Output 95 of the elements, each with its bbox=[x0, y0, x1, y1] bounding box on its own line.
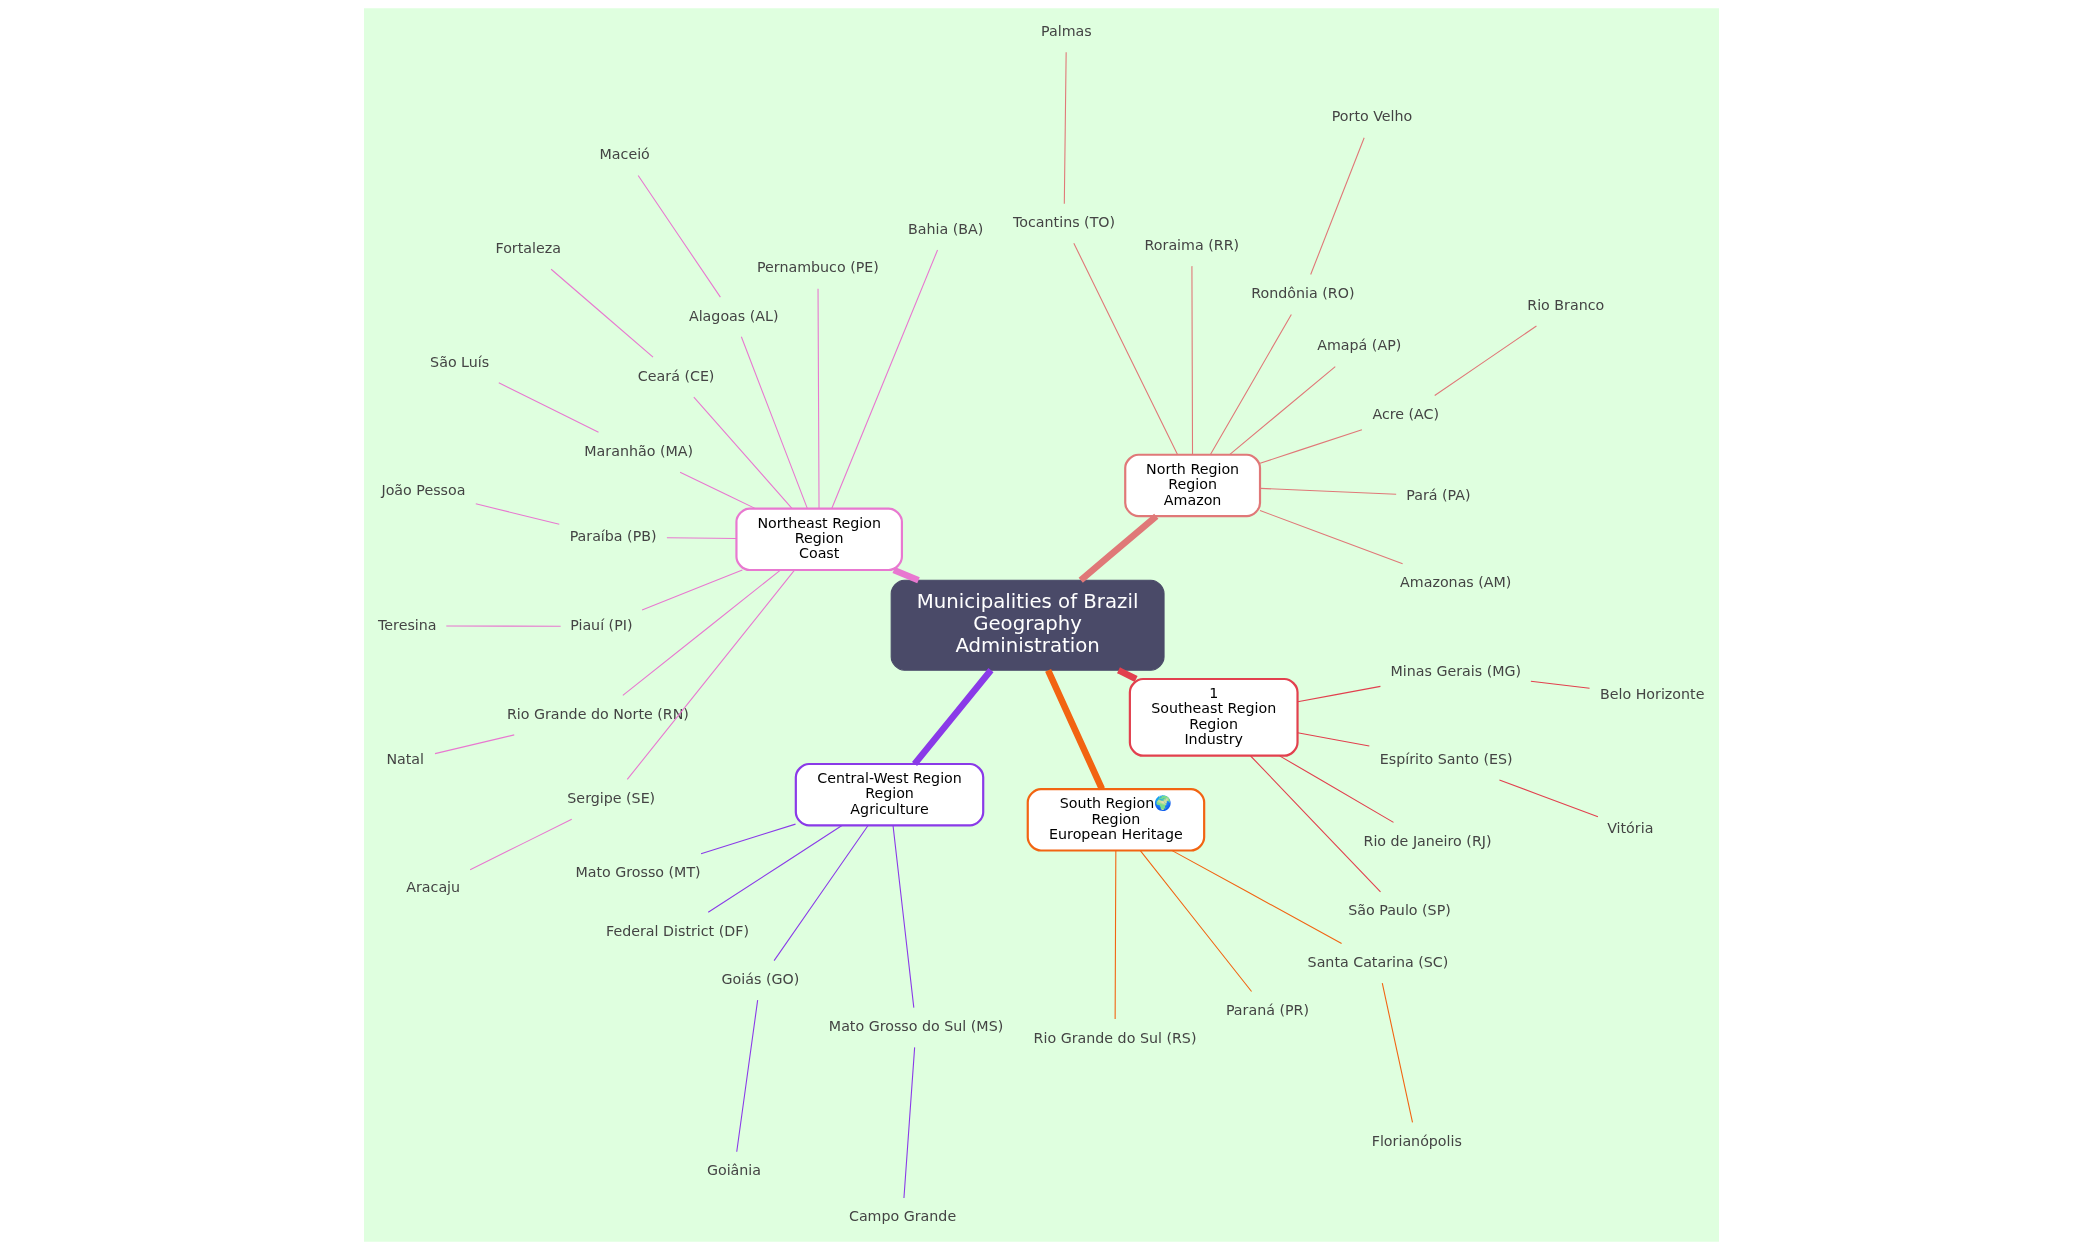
node-text: Rio Grande do Sul (RS) bbox=[1033, 1029, 1197, 1046]
node-text: Mato Grosso (MT) bbox=[575, 864, 701, 881]
connector bbox=[912, 668, 994, 767]
connector bbox=[892, 567, 920, 584]
node-text: Vitória bbox=[1607, 819, 1654, 836]
node-box: Municipalities of Brazil Geography Administration bbox=[890, 579, 1165, 671]
connector bbox=[1259, 487, 1397, 495]
node-text: Belo Horizonte bbox=[1599, 686, 1705, 703]
connector bbox=[498, 382, 600, 433]
connector bbox=[1171, 850, 1343, 944]
node-text: Campo Grande bbox=[848, 1208, 957, 1225]
connector bbox=[666, 537, 737, 540]
node-text: Goiânia bbox=[706, 1162, 762, 1179]
connector bbox=[903, 1046, 916, 1199]
node-text: São Luís bbox=[430, 354, 490, 371]
node-text: Amapá (AP) bbox=[1317, 337, 1402, 354]
connector bbox=[831, 249, 939, 510]
connector bbox=[740, 336, 808, 509]
connector bbox=[550, 268, 654, 358]
node-text: Paraná (PR) bbox=[1225, 1002, 1310, 1019]
node-text: Santa Catarina (SC) bbox=[1307, 954, 1449, 971]
connector bbox=[892, 825, 915, 1009]
node-box: North Region Region Amazon bbox=[1124, 453, 1262, 518]
node-text: Piauí (PI) bbox=[570, 617, 633, 634]
connector bbox=[626, 569, 796, 780]
connector bbox=[1078, 513, 1159, 583]
node-box: Central-West Region Region Agriculture bbox=[794, 762, 985, 827]
node-text: Maceió bbox=[599, 146, 650, 163]
connector bbox=[1063, 51, 1067, 205]
connector bbox=[1297, 685, 1381, 703]
connector bbox=[736, 999, 759, 1153]
connector bbox=[1310, 137, 1365, 276]
node-text: Tocantins (TO) bbox=[1013, 214, 1116, 231]
connector bbox=[469, 818, 573, 871]
connector bbox=[679, 471, 756, 509]
connector bbox=[773, 825, 869, 962]
node-text: Federal District (DF) bbox=[606, 922, 749, 939]
node-text: Porto Velho bbox=[1331, 108, 1413, 125]
node-text: Goiás (GO) bbox=[721, 971, 800, 988]
connector bbox=[1139, 850, 1253, 993]
node-text: Florianópolis bbox=[1371, 1133, 1462, 1150]
connector bbox=[445, 625, 562, 627]
connector bbox=[707, 825, 843, 913]
connector bbox=[622, 569, 781, 696]
connector bbox=[1434, 325, 1537, 397]
connector bbox=[1191, 265, 1194, 456]
node-text: Minas Gerais (MG) bbox=[1390, 663, 1522, 680]
node-text: Pará (PA) bbox=[1406, 486, 1471, 503]
connector bbox=[1381, 982, 1414, 1123]
connector bbox=[1297, 732, 1370, 747]
node-text: Aracaju bbox=[406, 879, 461, 896]
node-text: Palmas bbox=[1041, 23, 1092, 40]
node-text: Paraíba (PB) bbox=[569, 528, 657, 545]
connector bbox=[1498, 779, 1599, 818]
node-box: 1 Southeast Region Region Industry bbox=[1128, 677, 1299, 757]
connector bbox=[475, 503, 560, 525]
connector bbox=[700, 823, 797, 855]
node-text: Rio de Janeiro (RJ) bbox=[1363, 832, 1492, 849]
connector bbox=[1530, 680, 1591, 689]
node-text: Espírito Santo (ES) bbox=[1379, 750, 1513, 767]
node-text: Fortaleza bbox=[495, 240, 561, 257]
connector bbox=[434, 734, 515, 755]
node-text: Natal bbox=[386, 751, 425, 768]
node-text: Bahia (BA) bbox=[907, 220, 984, 237]
node-text: Teresina bbox=[378, 616, 437, 633]
connector bbox=[1279, 755, 1395, 823]
connector bbox=[637, 175, 721, 298]
node-box: South Region🌍 Region European Heritage bbox=[1026, 788, 1206, 852]
connector bbox=[1249, 755, 1382, 893]
node-text: São Paulo (SP) bbox=[1348, 902, 1451, 919]
connector bbox=[693, 396, 793, 509]
node-text: João Pessoa bbox=[381, 481, 466, 498]
connector bbox=[1117, 667, 1138, 682]
node-text: Mato Grosso do Sul (MS) bbox=[828, 1018, 1004, 1035]
node-text: Alagoas (AL) bbox=[688, 307, 779, 324]
node-text: Acre (AC) bbox=[1372, 406, 1440, 423]
connector bbox=[1114, 850, 1117, 1020]
connector bbox=[1259, 429, 1363, 464]
node-text: Pernambuco (PE) bbox=[757, 259, 879, 276]
node-text: Maranhão (MA) bbox=[584, 443, 694, 460]
node-text: Rio Branco bbox=[1527, 296, 1605, 313]
connector bbox=[1045, 669, 1105, 791]
node-text: Roraima (RR) bbox=[1144, 236, 1240, 253]
node-text: Rio Grande do Norte (RN) bbox=[506, 705, 689, 722]
node-box: Northeast Region Region Coast bbox=[735, 507, 903, 572]
node-text: Ceará (CE) bbox=[637, 367, 715, 384]
node-text: Sergipe (SE) bbox=[567, 790, 656, 807]
connector bbox=[1210, 313, 1292, 455]
connector bbox=[1229, 366, 1336, 456]
node-text: Amazonas (AM) bbox=[1400, 574, 1512, 591]
node-text: Rondônia (RO) bbox=[1251, 285, 1355, 302]
connector bbox=[641, 569, 743, 611]
connector bbox=[1259, 510, 1404, 565]
connector bbox=[817, 288, 820, 509]
connector bbox=[1073, 242, 1178, 455]
